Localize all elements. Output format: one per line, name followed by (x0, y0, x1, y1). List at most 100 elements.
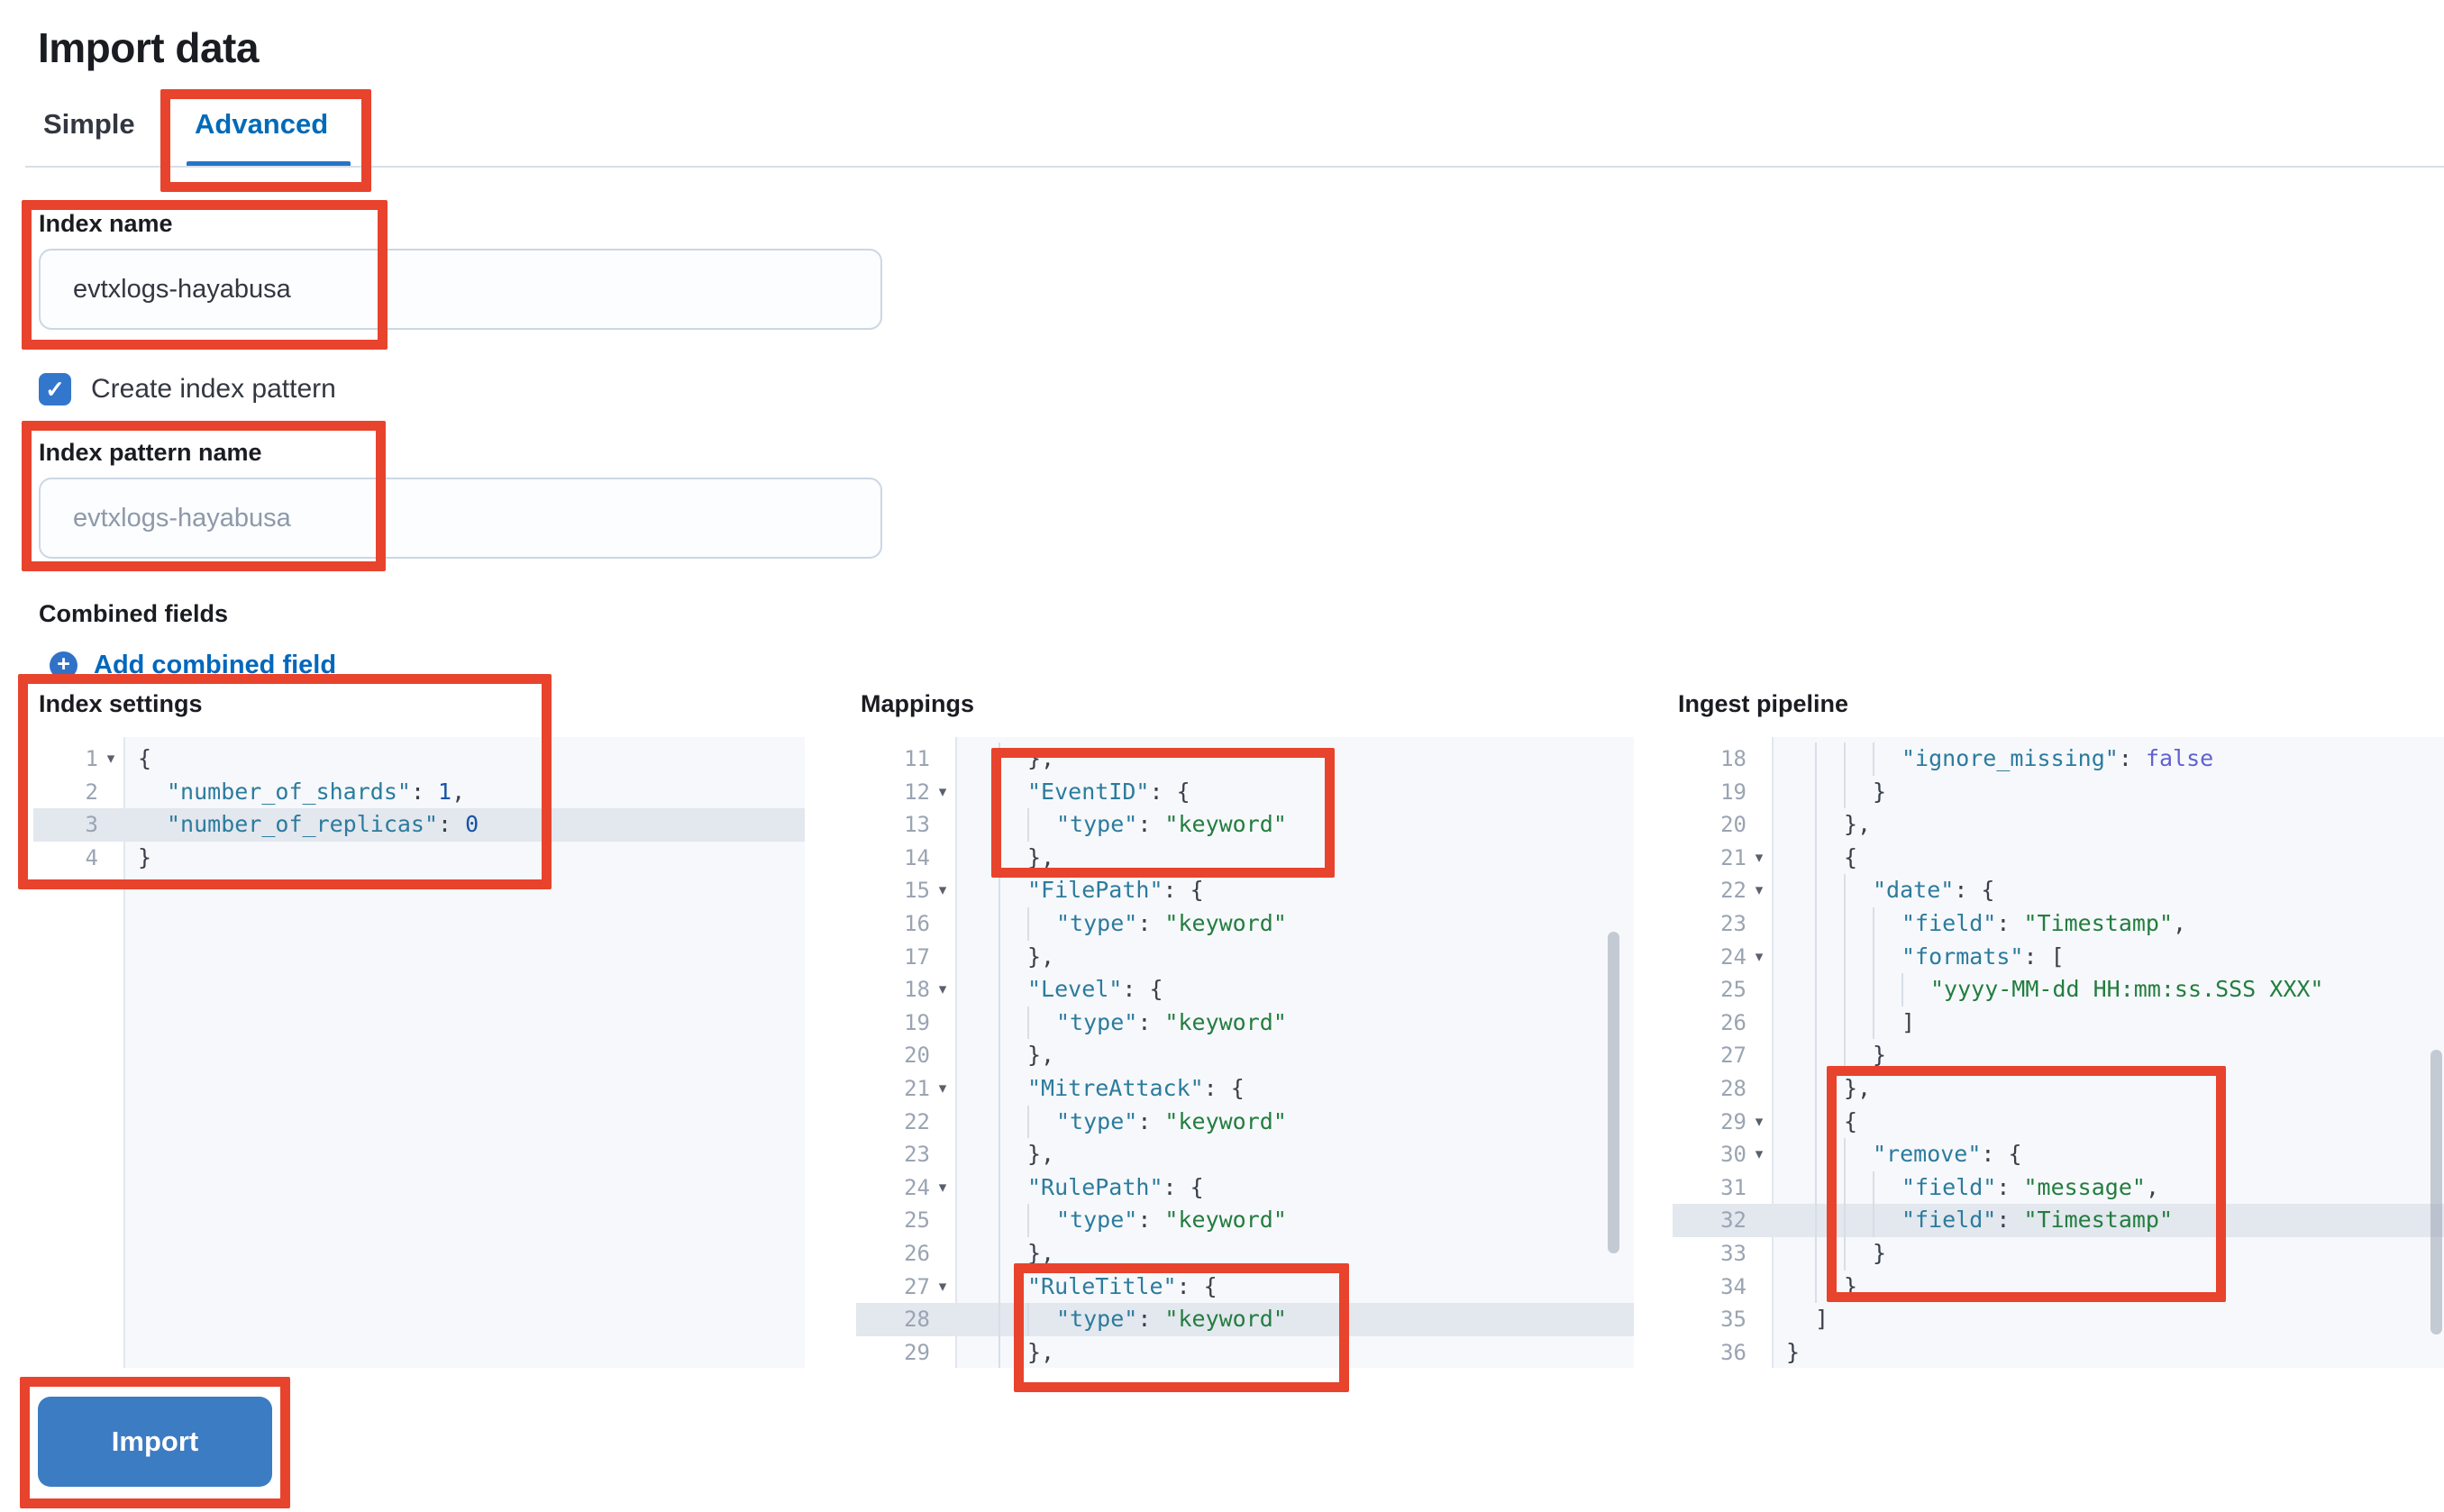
create-index-pattern-checkbox[interactable]: ✓ (39, 373, 71, 405)
indent-guide (1815, 1170, 1817, 1205)
index-settings-editor[interactable]: 1▾{2"number_of_shards": 1,3"number_of_re… (33, 737, 805, 1368)
indent-guide (1027, 906, 1029, 941)
code-line: 15▾"FilePath": { (856, 874, 1634, 907)
index-settings-title: Index settings (39, 690, 203, 717)
indent-guide (1815, 1006, 1817, 1040)
indent-guide (1815, 1138, 1817, 1171)
indent-guide (999, 874, 1000, 907)
code-line: 30▾"remove": { (1673, 1138, 2444, 1171)
mappings-editor[interactable]: 11},12▾"EventID": {13"type": "keyword"14… (856, 737, 1634, 1368)
code-text: }, (955, 841, 1634, 875)
code-line: 29▾{ (1673, 1105, 2444, 1139)
line-number: 24 (904, 1174, 930, 1200)
code-line: 19} (1673, 775, 2444, 809)
code-text: }, (1772, 1071, 2444, 1106)
code-text: "ignore_missing": false (1772, 742, 2444, 776)
line-number: 16 (904, 910, 930, 936)
code-text: "yyyy-MM-dd HH:mm:ss.SSS XXX" (1772, 973, 2444, 1006)
tab-advanced[interactable]: Advanced (195, 108, 329, 140)
line-number: 25 (1720, 977, 1746, 1003)
code-text: } (1772, 1236, 2444, 1271)
code-text: "EventID": { (955, 775, 1634, 809)
add-combined-field-link[interactable]: + Add combined field (50, 651, 336, 680)
code-text: "type": "keyword" (955, 1105, 1634, 1139)
indent-guide (999, 808, 1000, 842)
fold-arrow-icon[interactable]: ▾ (1755, 947, 1764, 965)
import-button[interactable]: Import (38, 1397, 272, 1487)
indent-guide (1844, 973, 1846, 1006)
index-pattern-name-input[interactable] (39, 478, 882, 559)
index-name-input[interactable] (39, 249, 882, 330)
line-number: 26 (904, 1240, 930, 1266)
line-number: 23 (1720, 910, 1746, 936)
line-number: 18 (904, 977, 930, 1003)
line-number: 3 (85, 812, 98, 838)
mappings-scrollbar-thumb[interactable] (1608, 932, 1619, 1253)
indent-guide (1815, 1039, 1817, 1072)
line-number: 34 (1720, 1273, 1746, 1299)
code-text: "field": "Timestamp" (1772, 1204, 2444, 1237)
code-text: }, (955, 742, 1634, 776)
code-text: "type": "keyword" (955, 808, 1634, 842)
fold-arrow-icon[interactable]: ▾ (938, 782, 947, 800)
page-title: Import data (38, 24, 259, 71)
indent-guide (1844, 775, 1846, 809)
indent-guide (1815, 906, 1817, 941)
create-index-pattern-label[interactable]: Create index pattern (91, 374, 336, 404)
indent-guide (1873, 906, 1874, 941)
code-text: "type": "keyword" (955, 1303, 1634, 1336)
code-line: 19"type": "keyword" (856, 1006, 1634, 1040)
fold-arrow-icon[interactable]: ▾ (106, 750, 115, 767)
code-line: 28"type": "keyword" (856, 1303, 1634, 1336)
fold-arrow-icon[interactable]: ▾ (1755, 1145, 1764, 1163)
code-text: "field": "message", (1772, 1170, 2444, 1205)
code-line: 34} (1673, 1270, 2444, 1304)
indent-guide (1844, 742, 1846, 776)
indent-guide (999, 906, 1000, 941)
indent-guide (1027, 1303, 1029, 1336)
indent-guide (999, 1303, 1000, 1336)
ingest-scrollbar-thumb[interactable] (2430, 1050, 2442, 1334)
indent-guide (1844, 1204, 1846, 1237)
indent-guide (999, 1071, 1000, 1106)
fold-arrow-icon[interactable]: ▾ (1755, 1112, 1764, 1130)
code-text: "RuleTitle": { (955, 1270, 1634, 1304)
code-text: "date": { (1772, 874, 2444, 907)
code-text: } (1772, 775, 2444, 809)
line-number: 29 (1720, 1108, 1746, 1134)
code-line: 36} (1673, 1336, 2444, 1368)
line-number: 27 (904, 1273, 930, 1299)
code-line: 16"type": "keyword" (856, 906, 1634, 941)
line-number: 20 (1720, 812, 1746, 838)
indent-guide (1844, 1006, 1846, 1040)
tab-simple[interactable]: Simple (43, 108, 135, 140)
indent-guide (999, 1270, 1000, 1304)
tabs-divider (25, 166, 2444, 168)
fold-arrow-icon[interactable]: ▾ (938, 1079, 947, 1097)
code-line: 4} (33, 842, 805, 875)
indent-guide (1844, 874, 1846, 907)
fold-arrow-icon[interactable]: ▾ (938, 1178, 947, 1196)
code-text: }, (955, 1138, 1634, 1171)
code-text: }, (955, 1039, 1634, 1072)
fold-arrow-icon[interactable]: ▾ (1755, 848, 1764, 866)
code-line: 28}, (1673, 1071, 2444, 1106)
line-number: 20 (904, 1043, 930, 1069)
indent-guide (999, 742, 1000, 776)
fold-arrow-icon[interactable]: ▾ (938, 881, 947, 899)
indent-guide (1815, 742, 1817, 776)
line-number: 31 (1720, 1174, 1746, 1200)
fold-arrow-icon[interactable]: ▾ (1755, 881, 1764, 899)
fold-arrow-icon[interactable]: ▾ (938, 1277, 947, 1295)
code-text: }, (955, 1236, 1634, 1271)
line-number: 36 (1720, 1339, 1746, 1365)
line-number: 4 (85, 844, 98, 870)
line-number: 21 (1720, 844, 1746, 870)
indent-guide (1873, 742, 1874, 776)
code-line: 23"field": "Timestamp", (1673, 906, 2444, 941)
code-text: "MitreAttack": { (955, 1071, 1634, 1106)
fold-arrow-icon[interactable]: ▾ (938, 980, 947, 998)
code-line: 3"number_of_replicas": 0 (33, 808, 805, 842)
code-line: 14}, (856, 841, 1634, 875)
